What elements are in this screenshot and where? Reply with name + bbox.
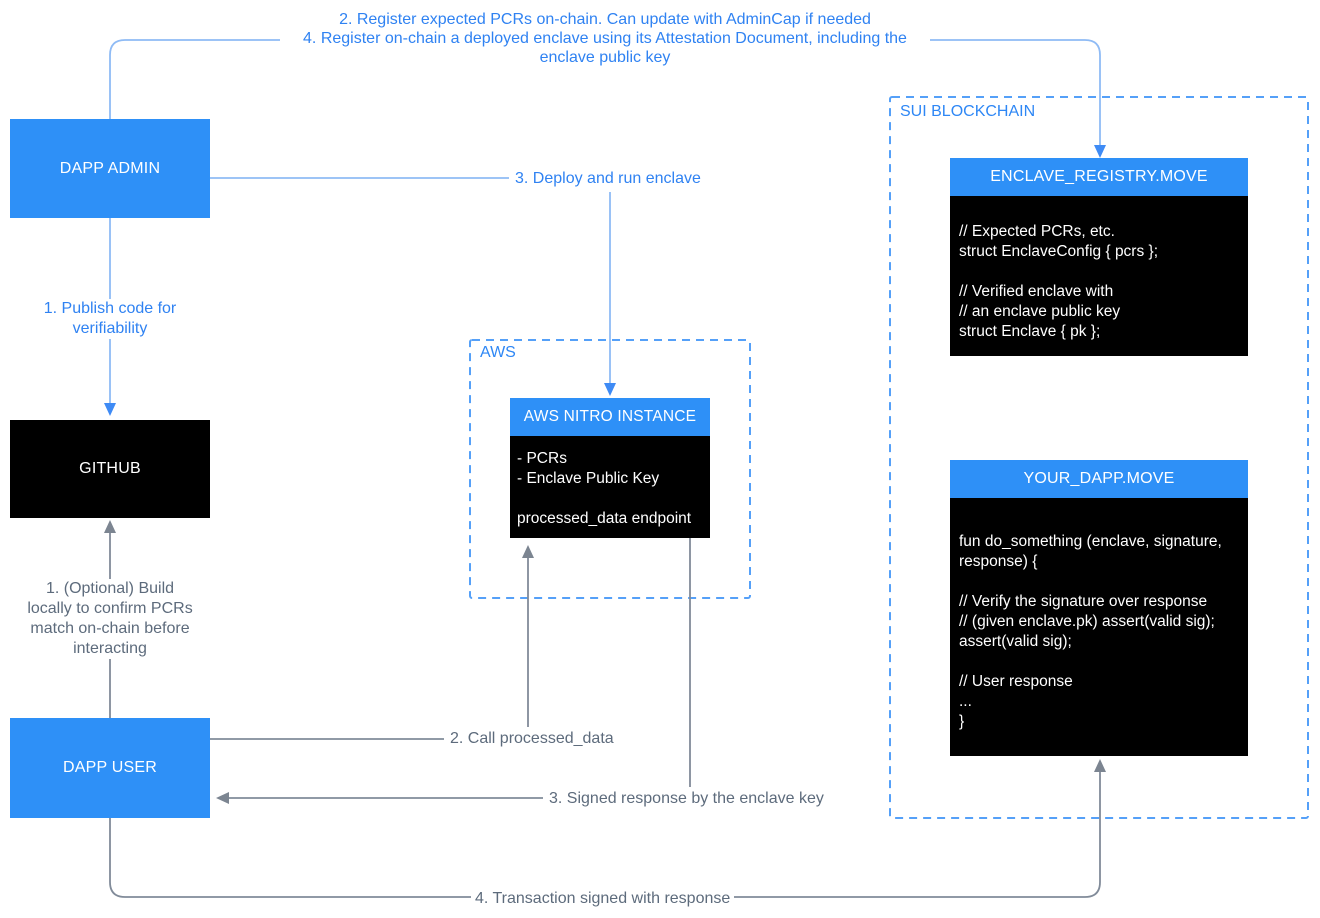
label-transaction-signed: 4. Transaction signed with response [471, 889, 735, 908]
panel-enclave-registry: ENCLAVE_REGISTRY.MOVE // Expected PCRs, … [950, 158, 1248, 356]
label-build-line-2: locally to confirm PCRs [27, 600, 193, 617]
dapp-code-line: response) { [959, 553, 1038, 570]
label-publish-code: 1. Publish code for verifiability [25, 299, 195, 339]
node-dapp-admin: DAPP ADMIN [10, 119, 210, 218]
dapp-code-line: // User response [959, 673, 1073, 690]
node-github: GITHUB [10, 420, 210, 518]
sui-region-border [889, 96, 1309, 819]
nitro-line: - Enclave Public Key [517, 470, 660, 487]
dapp-code-line: assert(valid sig); [959, 633, 1072, 650]
panel-aws-nitro-title: AWS NITRO INSTANCE [510, 398, 710, 436]
aws-region-label: AWS [478, 344, 518, 362]
note-register-line-2: 4. Register on-chain a deployed enclave … [303, 30, 907, 47]
dapp-code-line: } [959, 713, 965, 730]
panel-enclave-registry-title: ENCLAVE_REGISTRY.MOVE [950, 158, 1248, 196]
registry-code-line: // Verified enclave with [959, 283, 1114, 300]
label-build-locally: 1. (Optional) Build locally to confirm P… [15, 579, 205, 659]
dapp-code-line: // Verify the signature over response [959, 593, 1208, 610]
registry-code-line: struct Enclave { pk }; [959, 323, 1101, 340]
panel-aws-nitro-body: - PCRs - Enclave Public Key processed_da… [510, 436, 710, 538]
panel-your-dapp-title: YOUR_DAPP.MOVE [950, 460, 1248, 498]
note-register-pcrs: 2. Register expected PCRs on-chain. Can … [280, 10, 930, 67]
label-publish-line-2: verifiability [72, 320, 148, 337]
panel-enclave-registry-body: // Expected PCRs, etc. struct EnclaveCon… [950, 196, 1248, 356]
node-dapp-admin-label: DAPP ADMIN [59, 159, 161, 177]
panel-aws-nitro: AWS NITRO INSTANCE - PCRs - Enclave Publ… [510, 398, 710, 538]
dapp-code-line [959, 572, 1240, 592]
registry-code-line: // an enclave public key [959, 303, 1121, 320]
label-deploy-enclave: 3. Deploy and run enclave [512, 169, 704, 188]
sui-region-label: SUI BLOCKCHAIN [898, 103, 1038, 121]
aws-region-border [469, 339, 751, 599]
label-build-line-3: match on-chain before [30, 620, 190, 637]
node-dapp-user-label: DAPP USER [63, 759, 157, 776]
label-call-processed-data: 2. Call processed_data [447, 729, 617, 748]
registry-code-line [959, 262, 1240, 282]
label-build-line-1: 1. (Optional) Build [45, 580, 175, 597]
edge-register-left [109, 39, 284, 119]
nitro-line [517, 489, 704, 509]
note-register-line-3: enclave public key [539, 49, 671, 66]
note-register-line-1: 2. Register expected PCRs on-chain. Can … [339, 11, 871, 28]
dapp-code-line: ... [959, 693, 972, 710]
panel-your-dapp: YOUR_DAPP.MOVE fun do_something (enclave… [950, 460, 1248, 756]
nitro-line: - PCRs [517, 450, 567, 467]
nitro-line: processed_data endpoint [517, 510, 692, 527]
dapp-code-line: // (given enclave.pk) assert(valid sig); [959, 613, 1215, 630]
label-publish-line-1: 1. Publish code for [43, 300, 177, 317]
panel-your-dapp-body: fun do_something (enclave, signature, re… [950, 498, 1248, 756]
registry-code-line: struct EnclaveConfig { pcrs }; [959, 243, 1159, 260]
label-build-line-4: interacting [73, 640, 147, 657]
edge-register-right-arrow [926, 39, 1106, 158]
node-github-label: GITHUB [79, 460, 141, 477]
dapp-code-line: fun do_something (enclave, signature, [959, 533, 1222, 550]
dapp-code-line [959, 652, 1240, 672]
label-signed-response: 3. Signed response by the enclave key [546, 789, 827, 808]
node-dapp-user: DAPP USER [10, 718, 210, 818]
registry-code-line: // Expected PCRs, etc. [959, 223, 1115, 240]
